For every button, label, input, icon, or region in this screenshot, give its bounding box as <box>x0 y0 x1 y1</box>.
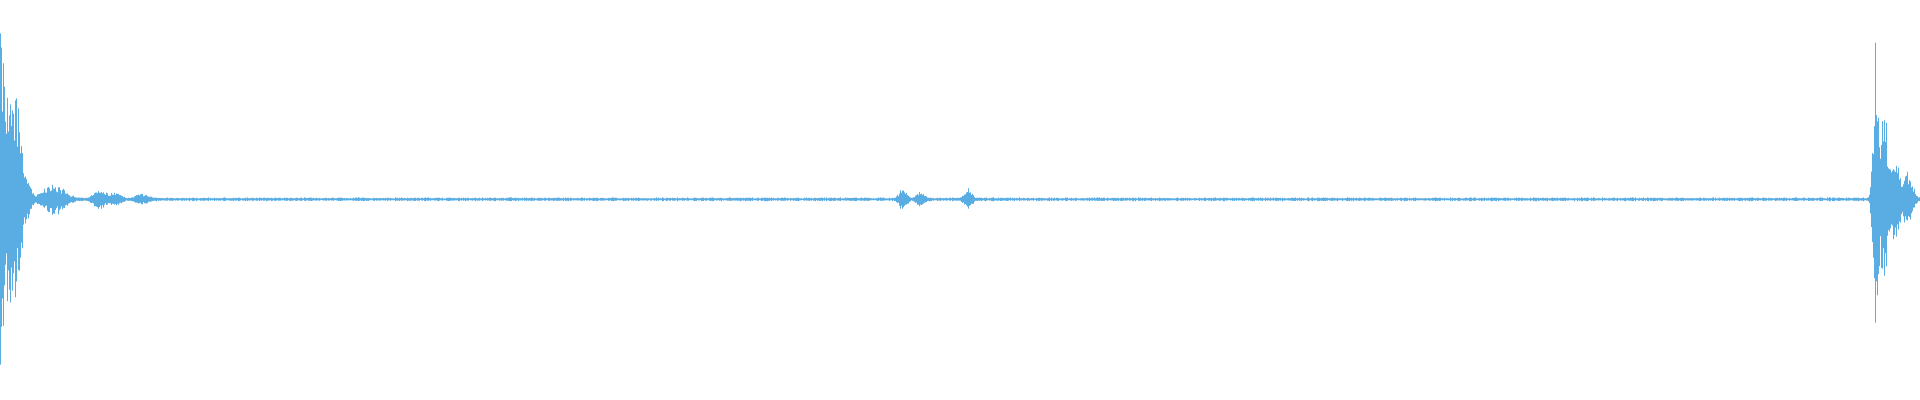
waveform-path <box>0 33 1920 365</box>
waveform-trace <box>0 33 1920 365</box>
